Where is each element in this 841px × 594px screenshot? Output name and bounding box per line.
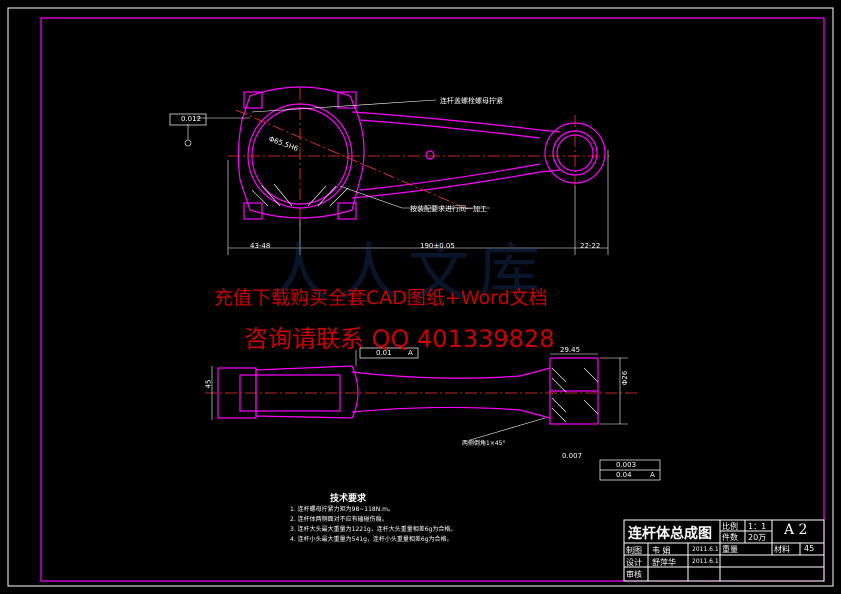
rod-top-view <box>237 86 606 220</box>
material-label: 材料 <box>774 545 790 554</box>
surface-note: 按装配要求进行同一加工 <box>410 205 487 213</box>
sheet-size: A 2 <box>784 522 808 538</box>
watermark-line1: 充值下载购买全套CAD图纸+Word文档 <box>214 287 548 309</box>
outer-frame <box>7 7 834 587</box>
design-name: 舒萍华 <box>652 558 676 567</box>
tech-item: 2. 连杆体两侧面对不应有磕碰伤痕。 <box>290 516 388 523</box>
center-lines-top <box>228 88 610 225</box>
weight-label: 重量 <box>722 545 738 554</box>
tol-bottom-1: 0.003 <box>616 461 637 469</box>
drawn-date: 2011.6.1 <box>692 546 719 553</box>
hatch-small-end <box>551 367 599 423</box>
flatness-top: 0.012 <box>181 115 202 123</box>
dim-right: 22-22 <box>580 242 601 250</box>
drawing-title: 连杆体总成图 <box>628 526 712 542</box>
qty-label: 件数 <box>722 533 738 542</box>
dim-small-end: 29.45 <box>560 346 581 354</box>
dim-side: Φ26 <box>621 370 630 386</box>
tol-bottom-ref: A <box>650 471 655 479</box>
tech-heading: 技术要求 <box>330 494 367 504</box>
rod-side-view <box>217 357 599 425</box>
tol-bottom-2: 0.04 <box>616 471 632 479</box>
review-label: 审核 <box>626 570 642 579</box>
tol-frame-top <box>359 347 419 359</box>
qty-value: 20万 <box>748 533 767 542</box>
dim-left: 43-48 <box>250 242 271 250</box>
dim-bot-offset: 0.007 <box>562 452 583 460</box>
material-value: 45 <box>804 544 815 553</box>
hatch-bigend <box>251 183 349 207</box>
tech-item: 1. 连杆螺母拧紧力矩为98~118N.m。 <box>290 506 394 513</box>
design-label: 设计 <box>626 558 642 567</box>
drawn-name: 韦 娟 <box>652 546 671 555</box>
tol-top-ref: A <box>408 349 413 357</box>
watermark-line2: 咨询请联系 QQ 401339828 <box>244 325 555 353</box>
tech-item: 3. 连杆大头最大重量为1221g，连杆大头重量相差6g为合格。 <box>290 526 457 533</box>
flatness-frame-top <box>169 113 207 126</box>
dims-bottom <box>211 350 628 441</box>
inner-frame <box>40 17 825 582</box>
design-date: 2011.6.1 <box>692 558 719 565</box>
tol-top-value: 0.01 <box>376 349 392 357</box>
dim-height: 45 <box>204 379 213 389</box>
tech-item: 4. 连杆小头最大重量为541g，连杆小头重量相差6g为合格。 <box>290 536 453 543</box>
bolt-note: 连杆盖螺栓螺母拧紧 <box>440 97 503 105</box>
scale-value: 1：1 <box>748 522 767 531</box>
dim-center: 190±0.05 <box>420 242 455 250</box>
scale-label: 比例 <box>722 522 738 531</box>
bevel-note: 两侧倒角1×45° <box>462 440 506 447</box>
title-block-frame <box>623 519 825 582</box>
drawn-label: 制图 <box>626 546 642 555</box>
watermark-logo: 人人文库 <box>268 236 549 309</box>
dims-top <box>184 99 609 255</box>
